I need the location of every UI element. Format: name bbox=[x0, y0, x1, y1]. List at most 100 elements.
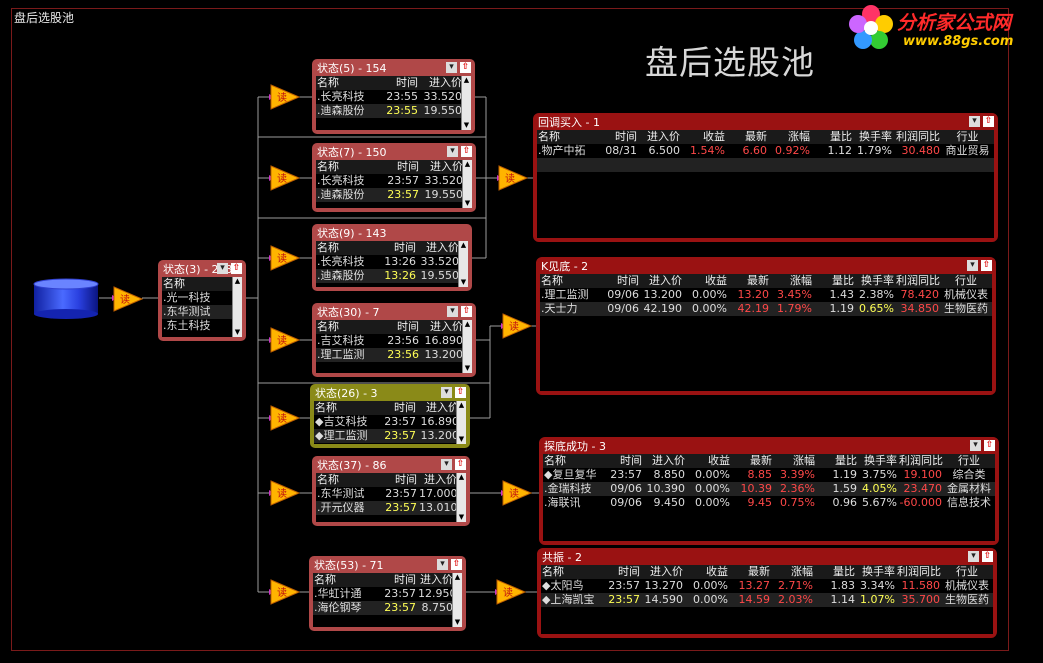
expand-up-icon[interactable]: ⇧ bbox=[981, 260, 992, 271]
col-header[interactable]: 最新 bbox=[726, 130, 768, 144]
col-header[interactable]: 时间 bbox=[374, 401, 417, 415]
table-row[interactable]: .东土科技 bbox=[162, 319, 242, 333]
col-header[interactable]: 涨幅 bbox=[768, 130, 811, 144]
col-header[interactable]: 时间 bbox=[376, 160, 420, 174]
condition-icon[interactable]: 读 bbox=[270, 165, 300, 191]
result-panel[interactable]: 回调买入 - 1 ▾⇧ 名称时间进入价收益最新涨幅量比换手率利润同比行业 .物产… bbox=[533, 113, 998, 242]
condition-icon[interactable]: 读 bbox=[502, 313, 532, 339]
col-header[interactable]: 利润同比 bbox=[895, 274, 940, 288]
col-header[interactable]: 换手率 bbox=[856, 565, 896, 579]
col-header[interactable]: 行业 bbox=[943, 454, 995, 468]
expand-up-icon[interactable]: ⇧ bbox=[982, 551, 993, 562]
col-header[interactable]: 名称 bbox=[316, 473, 376, 487]
vertical-scrollbar[interactable]: ▲▼ bbox=[462, 320, 472, 373]
col-header[interactable]: 行业 bbox=[941, 565, 993, 579]
col-header[interactable]: 时间 bbox=[601, 565, 641, 579]
col-header[interactable]: 量比 bbox=[814, 565, 856, 579]
col-header[interactable]: 量比 bbox=[813, 274, 855, 288]
expand-up-icon[interactable]: ⇧ bbox=[455, 387, 466, 398]
col-header[interactable]: 利润同比 bbox=[898, 454, 943, 468]
table-row[interactable]: .光一科技 bbox=[162, 291, 242, 305]
col-header[interactable]: 名称 bbox=[316, 76, 376, 90]
expand-up-icon[interactable]: ⇧ bbox=[983, 116, 994, 127]
col-header[interactable]: 换手率 bbox=[853, 130, 893, 144]
col-header[interactable]: 进入价 bbox=[418, 473, 458, 487]
col-header[interactable]: 涨幅 bbox=[773, 454, 816, 468]
col-header[interactable]: 进入价 bbox=[419, 76, 463, 90]
dropdown-icon[interactable]: ▾ bbox=[447, 306, 458, 317]
expand-up-icon[interactable]: ⇧ bbox=[461, 146, 472, 157]
expand-up-icon[interactable]: ⇧ bbox=[460, 62, 471, 73]
col-header[interactable]: 名称 bbox=[314, 401, 374, 415]
col-header[interactable]: 进入价 bbox=[638, 130, 681, 144]
expand-up-icon[interactable]: ⇧ bbox=[984, 440, 995, 451]
col-header[interactable]: 名称 bbox=[543, 454, 603, 468]
col-header[interactable]: 时间 bbox=[600, 274, 640, 288]
col-header[interactable]: 名称 bbox=[541, 565, 601, 579]
vertical-scrollbar[interactable]: ▲▼ bbox=[458, 241, 468, 287]
expand-up-icon[interactable]: ⇧ bbox=[455, 459, 466, 470]
dropdown-icon[interactable]: ▾ bbox=[970, 440, 981, 451]
col-header[interactable]: 行业 bbox=[940, 274, 992, 288]
condition-icon[interactable]: 读 bbox=[270, 327, 300, 353]
condition-icon[interactable]: 读 bbox=[270, 405, 300, 431]
dropdown-icon[interactable]: ▾ bbox=[967, 260, 978, 271]
dropdown-icon[interactable]: ▾ bbox=[217, 263, 228, 274]
condition-icon[interactable]: 读 bbox=[496, 579, 526, 605]
col-header[interactable]: 收益 bbox=[683, 274, 728, 288]
col-header[interactable]: 最新 bbox=[729, 565, 771, 579]
state-panel[interactable]: 状态(3) - 243 ▾⇧ 名称 .光一科技 .东华测试 .东土科技 ▲▼ bbox=[158, 260, 246, 341]
expand-up-icon[interactable]: ⇧ bbox=[461, 306, 472, 317]
vertical-scrollbar[interactable]: ▲▼ bbox=[456, 401, 466, 444]
col-header[interactable]: 进入价 bbox=[643, 454, 686, 468]
col-header[interactable]: 名称 bbox=[313, 573, 375, 587]
expand-up-icon[interactable]: ⇧ bbox=[451, 559, 462, 570]
dropdown-icon[interactable]: ▾ bbox=[446, 62, 457, 73]
dropdown-icon[interactable]: ▾ bbox=[447, 146, 458, 157]
col-header[interactable]: 时间 bbox=[374, 241, 417, 255]
col-header[interactable]: 收益 bbox=[686, 454, 731, 468]
col-header[interactable]: 换手率 bbox=[855, 274, 895, 288]
vertical-scrollbar[interactable]: ▲▼ bbox=[462, 160, 472, 208]
dropdown-icon[interactable]: ▾ bbox=[968, 551, 979, 562]
condition-icon[interactable]: 读 bbox=[502, 480, 532, 506]
col-header[interactable]: 最新 bbox=[728, 274, 770, 288]
col-header[interactable]: 进入价 bbox=[641, 565, 684, 579]
vertical-scrollbar[interactable]: ▲▼ bbox=[461, 76, 471, 130]
col-header[interactable]: 进入价 bbox=[417, 241, 460, 255]
col-header[interactable]: 涨幅 bbox=[770, 274, 813, 288]
col-header[interactable]: 名称 bbox=[162, 277, 242, 291]
col-header[interactable]: 进入价 bbox=[420, 320, 464, 334]
col-header[interactable]: 时间 bbox=[600, 130, 638, 144]
condition-icon[interactable]: 读 bbox=[270, 245, 300, 271]
col-header[interactable]: 利润同比 bbox=[896, 565, 941, 579]
col-header[interactable]: 换手率 bbox=[858, 454, 898, 468]
result-panel[interactable]: 探底成功 - 3 ▾⇧ 名称时间进入价收益最新涨幅量比换手率利润同比行业 ◆复旦… bbox=[539, 437, 999, 545]
col-header[interactable]: 利润同比 bbox=[893, 130, 941, 144]
condition-icon[interactable]: 读 bbox=[113, 286, 143, 312]
col-header[interactable]: 量比 bbox=[811, 130, 853, 144]
col-header[interactable]: 名称 bbox=[540, 274, 600, 288]
col-header[interactable]: 名称 bbox=[316, 241, 374, 255]
col-header[interactable]: 量比 bbox=[816, 454, 858, 468]
vertical-scrollbar[interactable]: ▲▼ bbox=[456, 473, 466, 522]
